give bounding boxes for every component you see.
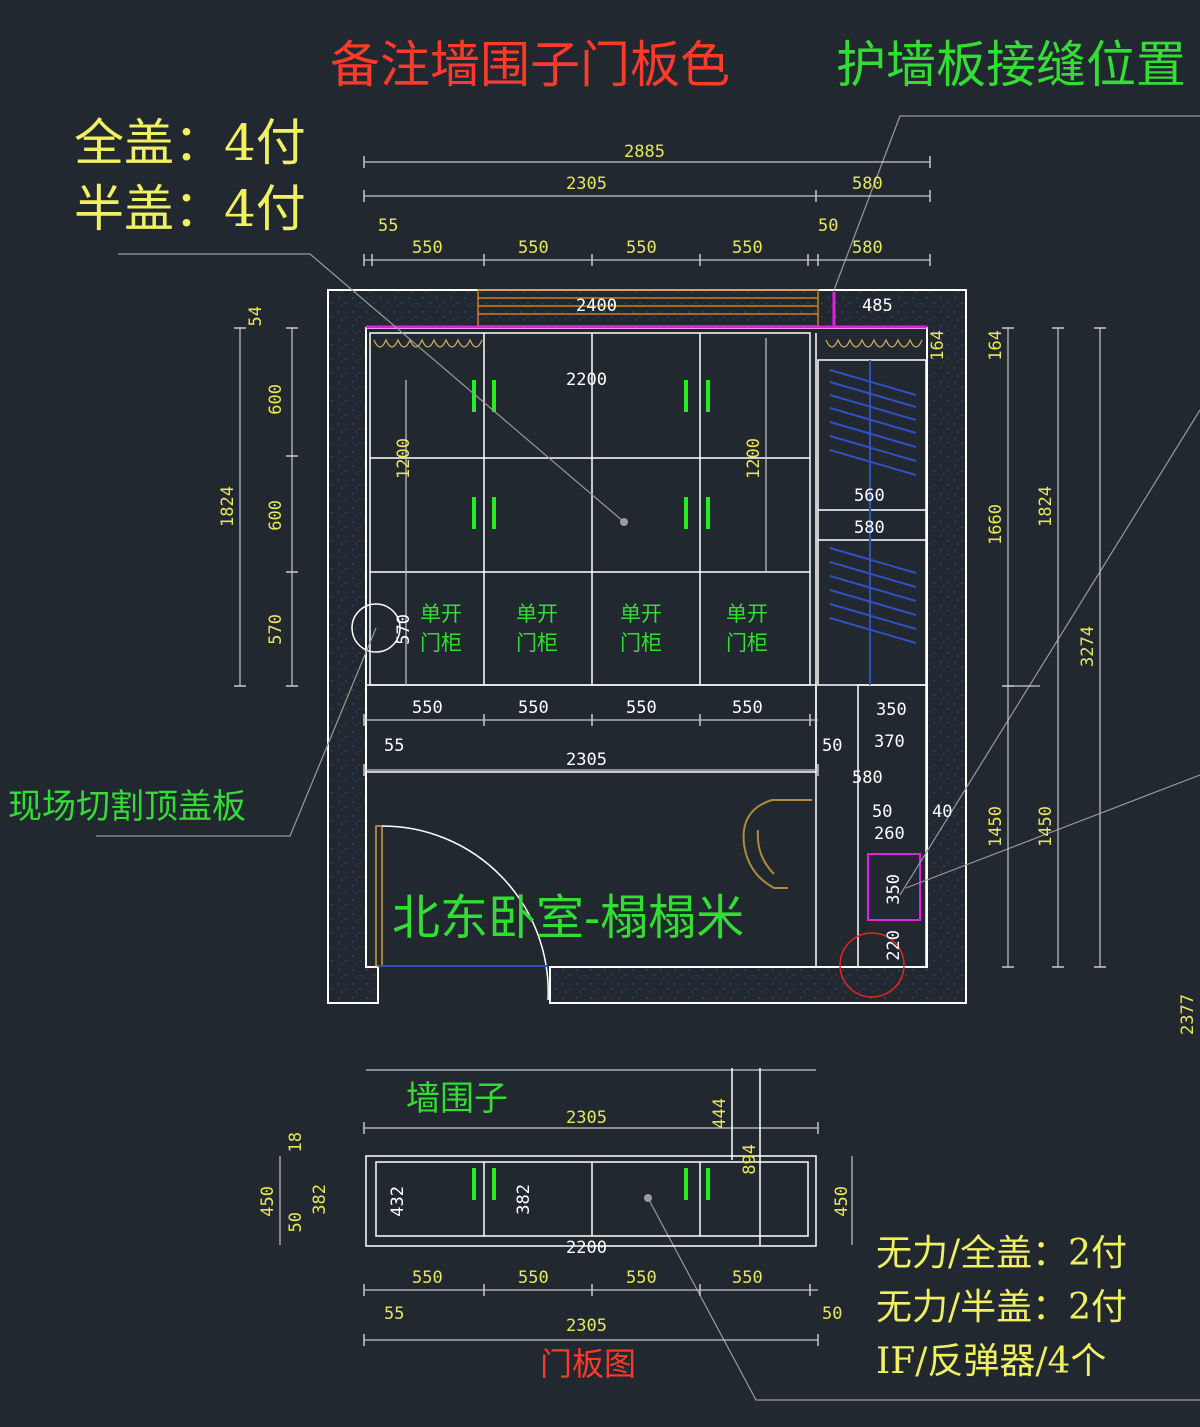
dim-right-1824: 1824 xyxy=(1036,486,1056,527)
dim-w-module-3: 550 xyxy=(626,1268,657,1288)
note-site-cut: 现场切割顶盖板 xyxy=(8,787,246,827)
wainscot-label: 墙围子 xyxy=(406,1079,508,1119)
leader-lines xyxy=(96,115,1200,1401)
dim-right-370: 370 xyxy=(874,732,905,752)
magenta-box xyxy=(867,853,921,921)
dim-shelf-580: 580 xyxy=(854,518,885,538)
dim-door-1200-left: 1200 xyxy=(394,438,414,479)
curtain-hooks xyxy=(373,338,923,348)
dim-module-3: 550 xyxy=(626,238,657,258)
dim-overall-width: 2885 xyxy=(624,142,665,162)
dim-right-164a: 164 xyxy=(928,330,948,361)
hanger-bars xyxy=(829,360,917,685)
top-board-lines xyxy=(478,297,818,315)
dim-mid-module-2: 550 xyxy=(518,698,549,718)
door-panel-drawing-label: 门板图 xyxy=(540,1345,637,1383)
dim-right-1450b: 1450 xyxy=(1036,806,1056,847)
dim-right-top: 485 xyxy=(862,296,893,316)
dim-box-220: 220 xyxy=(884,930,904,961)
wardrobe-cabinet xyxy=(365,332,927,968)
dim-module-4: 550 xyxy=(732,238,763,258)
single-door-label-3: 单开门柜 xyxy=(620,602,662,655)
dim-right-module: 580 xyxy=(852,238,883,258)
dim-w-module-4: 550 xyxy=(732,1268,763,1288)
dim-w-module-1: 550 xyxy=(412,1268,443,1288)
dim-mid-width: 2305 xyxy=(566,750,607,770)
dim-w-444: 444 xyxy=(710,1098,730,1129)
room-door xyxy=(375,825,549,1001)
dim-inner-width: 2200 xyxy=(566,370,607,390)
dim-left-600a: 600 xyxy=(266,384,286,415)
dim-box-350: 350 xyxy=(884,874,904,905)
dim-right-350: 350 xyxy=(876,700,907,720)
dimension-lines xyxy=(239,161,1101,1341)
dim-w-450: 450 xyxy=(258,1186,278,1217)
dim-mid-module-3: 550 xyxy=(626,698,657,718)
note-title-green: 护墙板接缝位置 xyxy=(836,36,1186,94)
dim-w-894: 894 xyxy=(740,1144,760,1175)
dim-mid-left-gap: 55 xyxy=(384,736,405,756)
dim-w-50: 50 xyxy=(286,1212,306,1233)
dim-mid-module-1: 550 xyxy=(412,698,443,718)
dim-right-1660: 1660 xyxy=(986,504,1006,545)
dim-far-2377: 2377 xyxy=(1178,994,1198,1035)
rebound-note: IF/反弹器/4个 xyxy=(876,1341,1107,1382)
dim-top-board: 2400 xyxy=(576,296,617,316)
dim-door-570: 570 xyxy=(394,614,414,645)
red-marker-circle xyxy=(839,932,905,998)
dim-right-width: 580 xyxy=(852,174,883,194)
dim-right-50: 50 xyxy=(872,802,893,822)
wainscot-elevation xyxy=(365,1068,817,1247)
single-door-label-1: 单开门柜 xyxy=(420,602,462,655)
dim-door-1200-right: 1200 xyxy=(744,438,764,479)
dim-w-55: 55 xyxy=(384,1304,405,1324)
single-door-label-2: 单开门柜 xyxy=(516,602,558,655)
dim-w-432: 432 xyxy=(388,1186,408,1217)
door-handles xyxy=(472,380,710,1200)
dim-w-2305: 2305 xyxy=(566,1108,607,1128)
dim-module-1: 550 xyxy=(412,238,443,258)
dim-mid-module-4: 550 xyxy=(732,698,763,718)
dim-right-3274: 3274 xyxy=(1078,626,1098,667)
dim-mid-50: 50 xyxy=(822,736,843,756)
hinge-full-note: 无力/全盖：2付 xyxy=(876,1233,1128,1274)
dim-mid-gap: 50 xyxy=(818,216,839,236)
note-title-red: 备注墙围子门板色 xyxy=(330,36,730,94)
dim-left-gap: 55 xyxy=(378,216,399,236)
single-door-label-4: 单开门柜 xyxy=(726,602,768,655)
dim-w-2200: 2200 xyxy=(566,1238,607,1258)
dim-right-260: 260 xyxy=(874,824,905,844)
dim-right-580b: 580 xyxy=(852,768,883,788)
dim-right-164b: 164 xyxy=(986,330,1006,361)
dim-left-570: 570 xyxy=(266,614,286,645)
dim-w-450r: 450 xyxy=(832,1186,852,1217)
chair-icon xyxy=(742,799,812,889)
note-half-cover: 半盖：4付 xyxy=(74,180,306,238)
dim-right-1450a: 1450 xyxy=(986,806,1006,847)
dim-left-1824: 1824 xyxy=(218,486,238,527)
room-name: 北东卧室-榻榻米 xyxy=(392,890,745,946)
dim-w-382b: 382 xyxy=(514,1184,534,1215)
dim-left-600b: 600 xyxy=(266,500,286,531)
dimension-ticks xyxy=(234,156,1106,1346)
dim-w-382a: 382 xyxy=(310,1184,330,1215)
dim-w-module-2: 550 xyxy=(518,1268,549,1288)
dim-left-width: 2305 xyxy=(566,174,607,194)
dim-w-50b: 50 xyxy=(822,1304,843,1324)
hinge-half-note: 无力/半盖：2付 xyxy=(876,1287,1128,1328)
marker-circle xyxy=(351,603,401,653)
dim-right-40: 40 xyxy=(932,802,953,822)
note-full-cover: 全盖：4付 xyxy=(74,114,306,172)
dim-left-54: 54 xyxy=(246,306,266,327)
dim-w-18: 18 xyxy=(286,1132,306,1153)
dim-shelf-560: 560 xyxy=(854,486,885,506)
dim-w-2305b: 2305 xyxy=(566,1316,607,1336)
dim-module-2: 550 xyxy=(518,238,549,258)
